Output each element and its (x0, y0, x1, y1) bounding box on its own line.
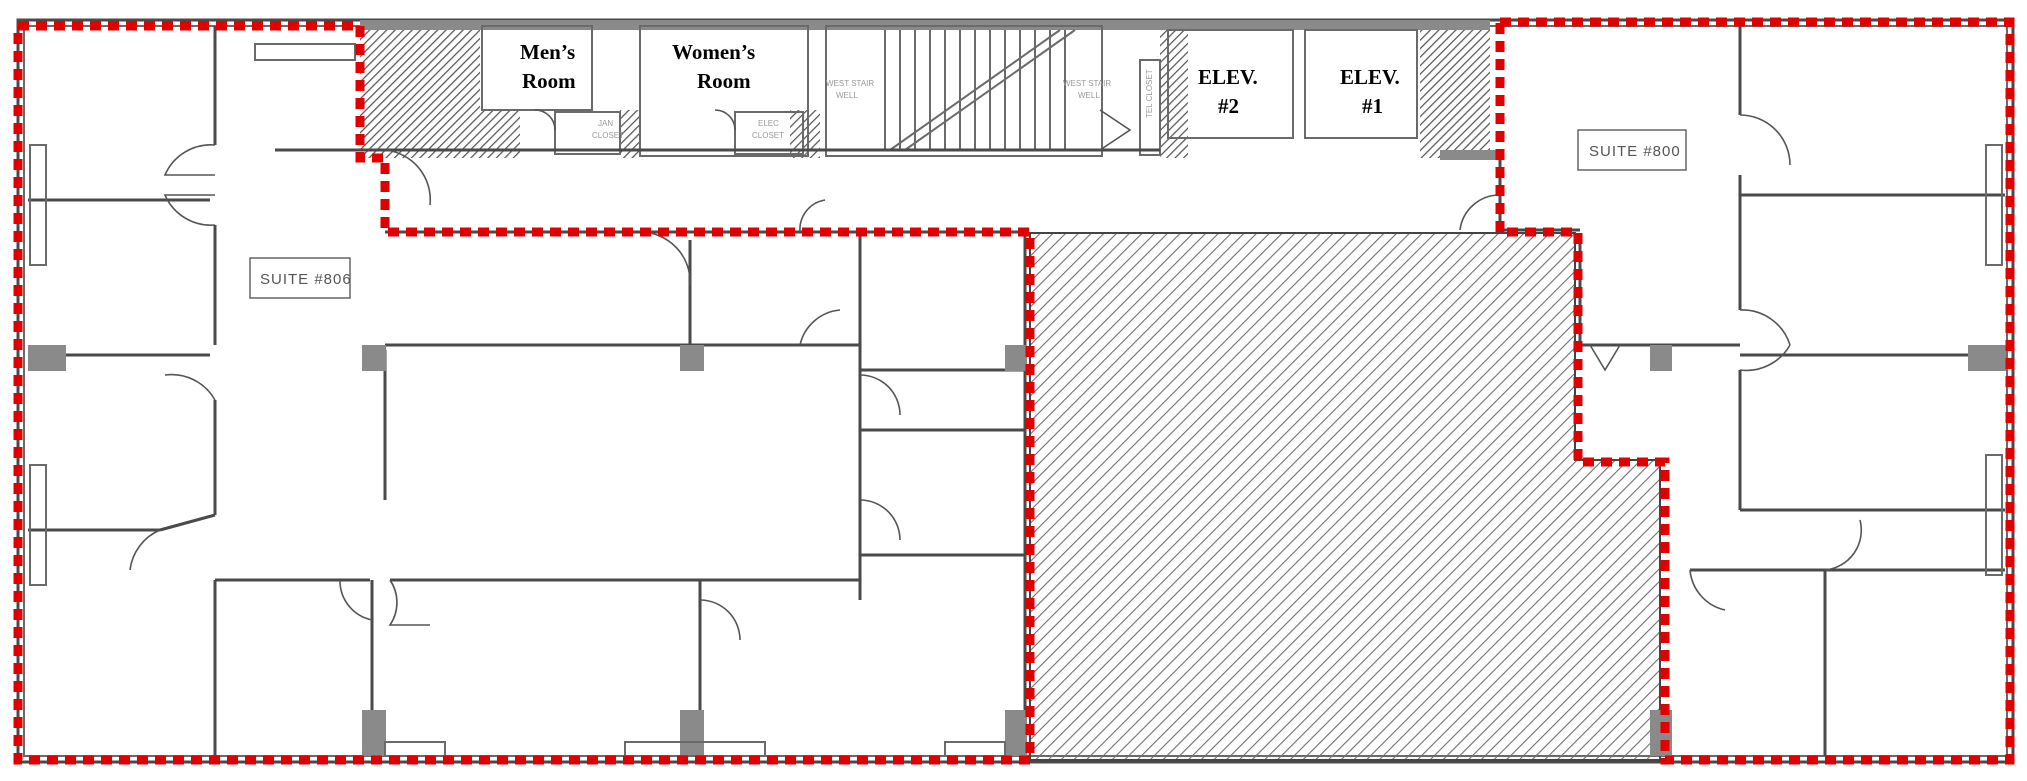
suite-800-tag: SUITE #800 (1577, 129, 1687, 171)
womens-room-label-line2: Room (697, 69, 751, 93)
windows (29, 43, 2003, 757)
west-stair-label-2: WELL (836, 91, 858, 100)
east-stair-label-1: WEST STAIR (1063, 79, 1111, 88)
interior-walls (28, 26, 2005, 760)
doors (129, 109, 1863, 641)
jan-closet-label-2: CLOSET (592, 131, 624, 140)
jan-closet-label-1: JAN (598, 119, 613, 128)
tiny-labels: JAN CLOSET ELEC CLOSET WEST STAIR WELL W… (592, 69, 1154, 140)
tel-closet-label: TEL CLOSET (1145, 69, 1154, 118)
womens-room-label-line1: Women’s (672, 40, 755, 64)
stair-treads (884, 29, 1076, 151)
elev-2-label-line1: ELEV. (1198, 65, 1258, 89)
outer-walls (16, 18, 2015, 764)
elev-1-label-line2: #1 (1362, 94, 1383, 118)
elev-2-label-line2: #2 (1218, 94, 1239, 118)
elec-closet-label-2: CLOSET (752, 131, 784, 140)
elec-closet-label-1: ELEC (758, 119, 779, 128)
suite-800-label: SUITE #800 (1589, 143, 1681, 160)
mens-room-label-line2: Room (522, 69, 576, 93)
west-stair-label-1: WEST STAIR (826, 79, 874, 88)
mens-room-label-line1: Men’s (520, 40, 575, 64)
east-stair-label-2: WELL (1078, 91, 1100, 100)
suite-806-label: SUITE #806 (260, 271, 352, 288)
highlight-boundaries (13, 17, 2015, 765)
core-rooms (481, 25, 1418, 157)
room-labels: Men’s Room Women’s Room ELEV. #2 ELEV. #… (520, 40, 1400, 118)
elev-1-label-line1: ELEV. (1340, 65, 1400, 89)
columns (28, 345, 2006, 756)
suite-800-boundary (1495, 17, 2015, 765)
suite-806-boundary (13, 21, 1035, 765)
hatched-shaft (1029, 232, 1661, 761)
suite-806-tag: SUITE #806 (249, 257, 352, 299)
